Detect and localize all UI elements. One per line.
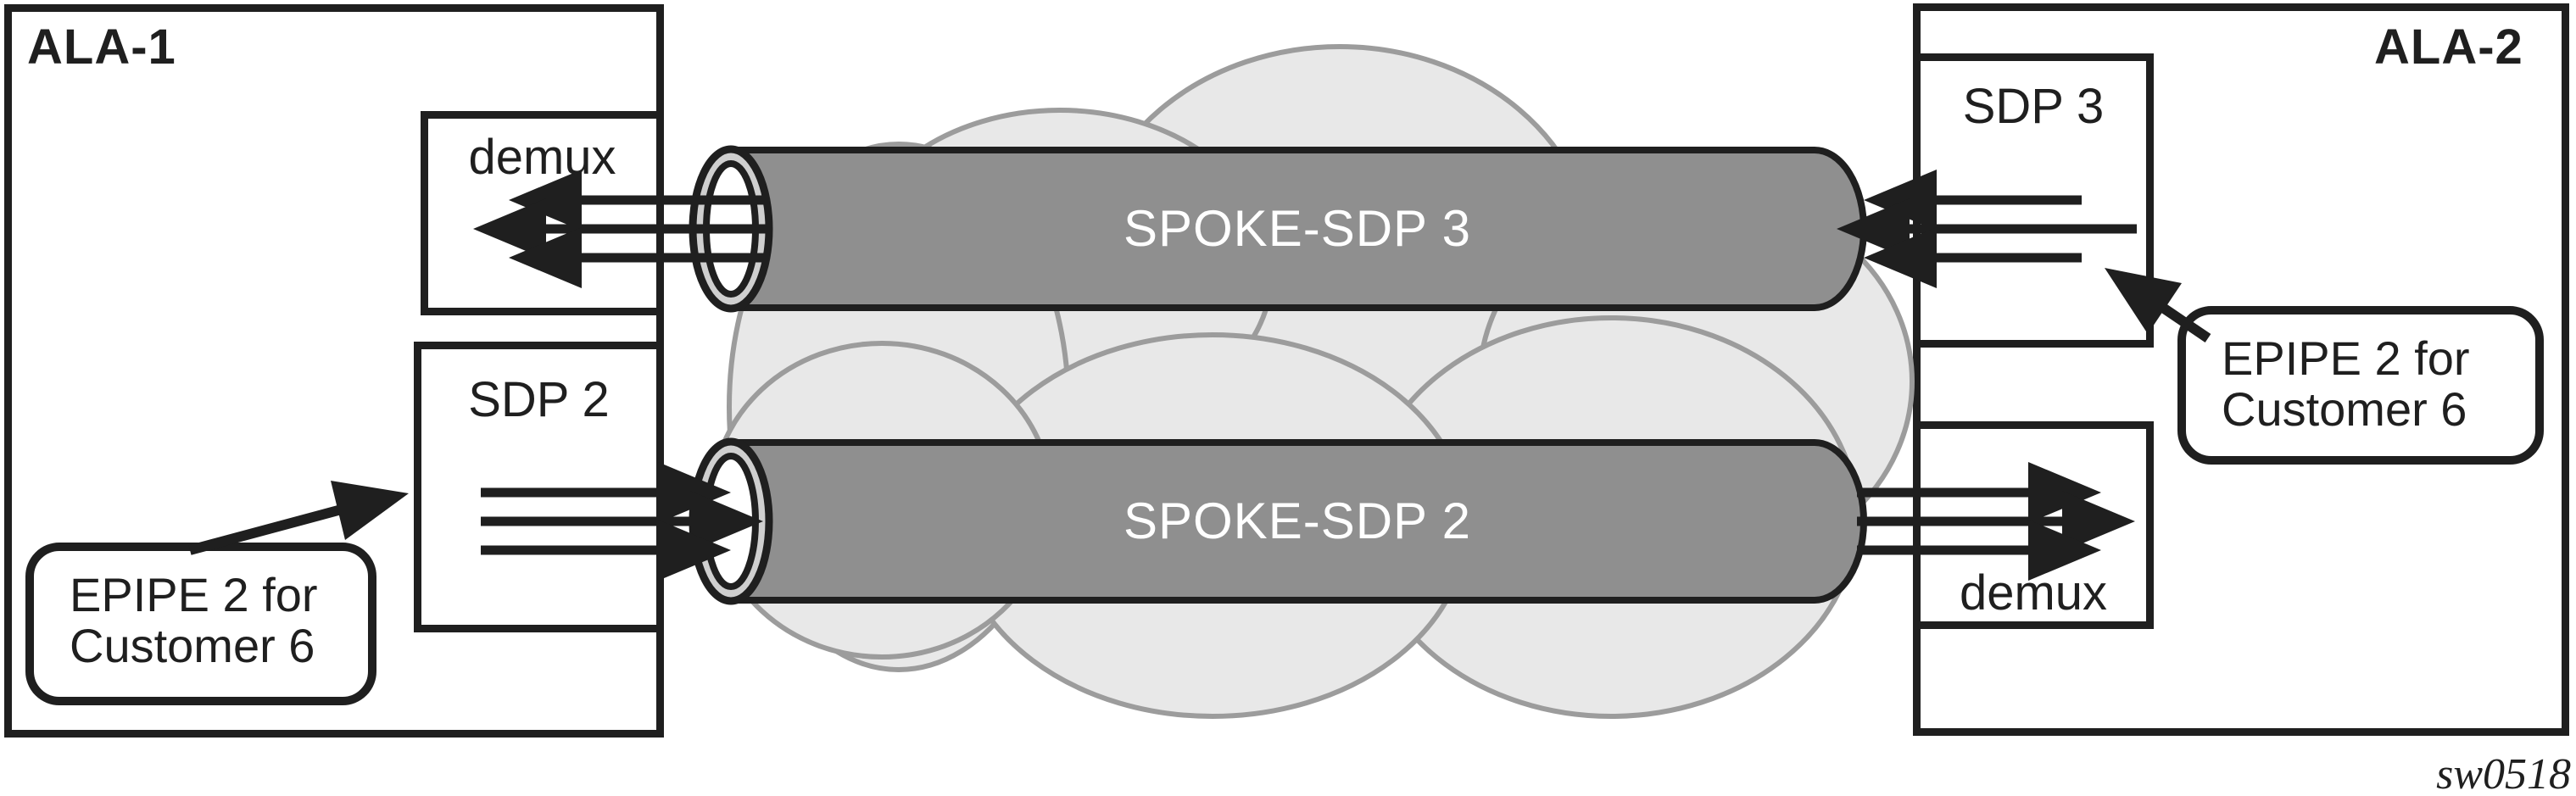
spoke-sdp2-pipe-label: SPOKE-SDP 2 xyxy=(1123,493,1472,549)
spoke-sdp3-pipe-label: SPOKE-SDP 3 xyxy=(1123,200,1472,257)
ala2-epipe-callout-line1: EPIPE 2 for xyxy=(2222,331,2470,385)
pipe-opening-outer xyxy=(689,145,773,313)
ala2-demux-label: demux xyxy=(1959,565,2108,621)
ala1-epipe-callout-line2: Customer 6 xyxy=(70,619,315,672)
ala2-epipe-callout-line2: Customer 6 xyxy=(2222,382,2467,436)
router-ala2-box xyxy=(1913,3,2569,736)
arrow-head-right-icon xyxy=(658,462,731,523)
arrow-head-left-icon xyxy=(1837,198,1910,259)
pipe-opening-inner xyxy=(703,160,759,298)
cloud-lobe xyxy=(1083,44,1597,481)
cloud-lobe xyxy=(845,108,1274,435)
router-ala2-title: ALA-2 xyxy=(2374,19,2523,75)
ala1-sdp2-label: SDP 2 xyxy=(468,372,610,427)
ala1-epipe-callout: EPIPE 2 for Customer 6 xyxy=(25,543,376,705)
ala2-sdp3-label: SDP 3 xyxy=(1962,79,2105,134)
cloud-lobe xyxy=(727,142,1071,672)
arrow-head-right-icon xyxy=(658,520,731,581)
router-ala1-title: ALA-1 xyxy=(27,19,176,75)
pipe-opening-outer xyxy=(689,437,773,605)
arrow-head-right-icon xyxy=(690,491,763,552)
ala2-epipe-callout: EPIPE 2 for Customer 6 xyxy=(2177,306,2544,465)
pipe-opening-inner xyxy=(703,453,759,590)
network-cloud xyxy=(710,44,1915,719)
cloud-lobe xyxy=(710,341,1054,660)
ala1-demux-box xyxy=(421,111,664,315)
ala1-epipe-callout-line1: EPIPE 2 for xyxy=(70,568,318,621)
ala1-demux-label: demux xyxy=(468,130,616,185)
watermark: sw0518 xyxy=(2436,750,2571,796)
